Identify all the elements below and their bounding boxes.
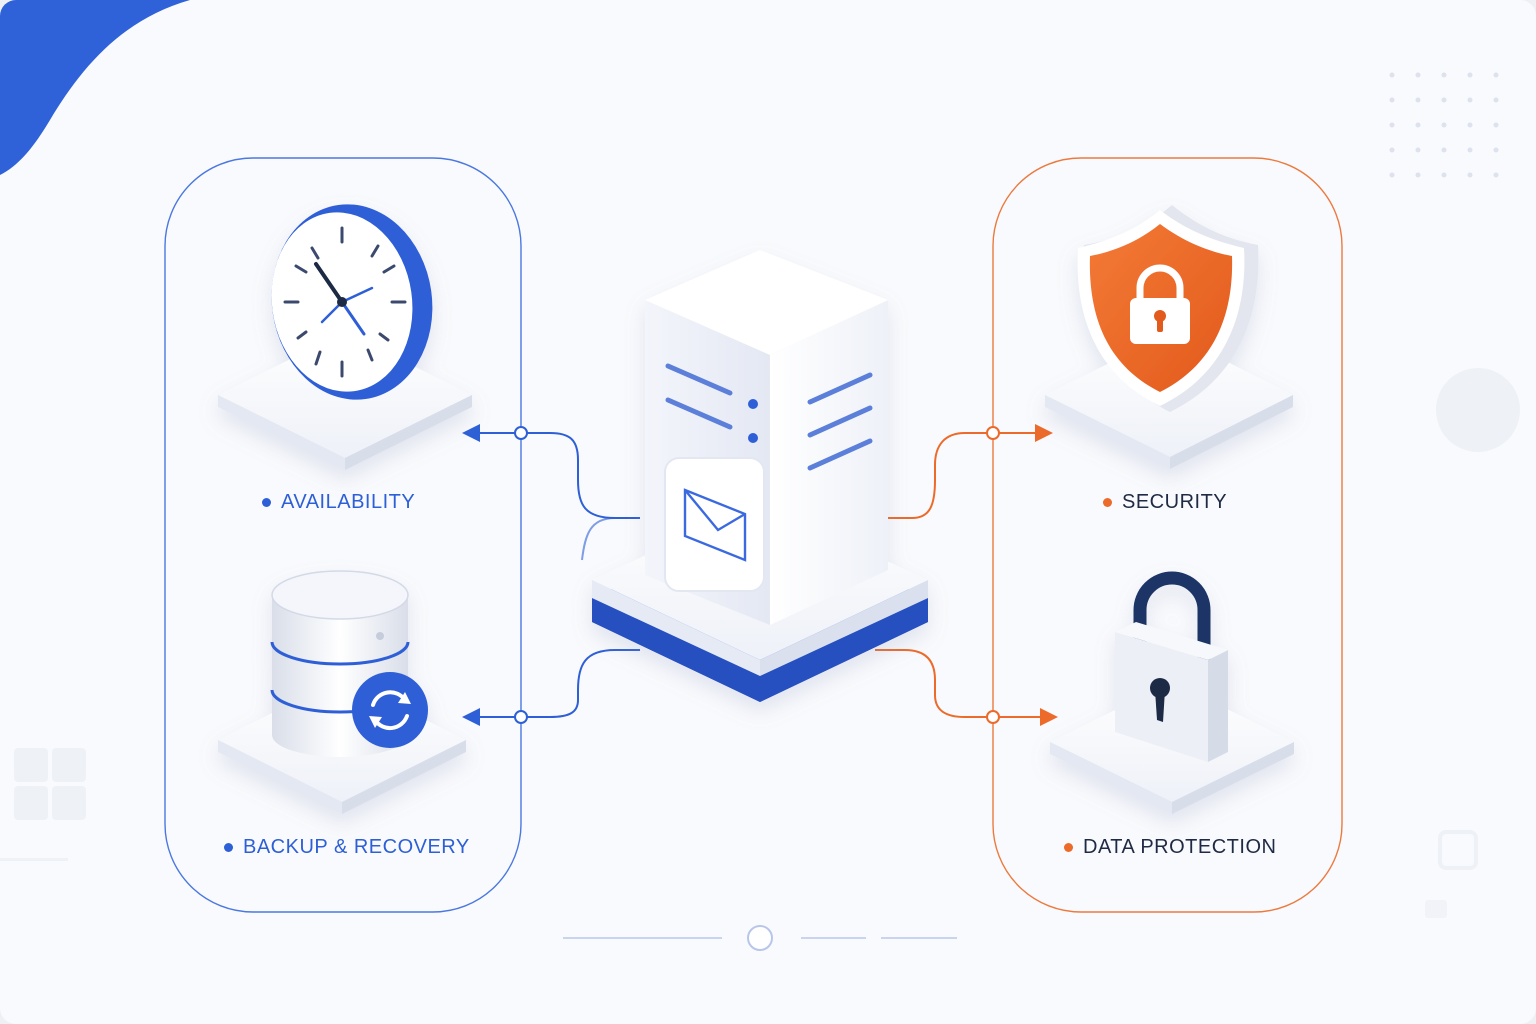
shield-lock-icon — [1045, 205, 1293, 469]
arrow-to-backup — [462, 708, 480, 726]
right-group-frame — [992, 157, 1343, 913]
padlock-icon — [1050, 571, 1294, 814]
backup-text: BACKUP & RECOVERY — [243, 836, 470, 858]
decor-circle — [1436, 368, 1520, 452]
arrow-to-security — [1035, 424, 1053, 442]
email-server-icon — [592, 250, 928, 702]
left-group-frame — [164, 157, 522, 913]
blue-connectors — [478, 432, 640, 718]
decor-squares — [14, 748, 86, 820]
arrow-to-data-protection — [1040, 708, 1058, 726]
data-protection-label: DATA PROTECTION — [1064, 836, 1276, 859]
availability-dot — [262, 498, 271, 507]
orange-connectors — [875, 432, 1045, 718]
security-dot — [1103, 498, 1112, 507]
pager-decoration — [563, 925, 957, 951]
backup-dot — [224, 843, 233, 852]
corner-wave — [0, 0, 190, 175]
security-label: SECURITY — [1103, 491, 1227, 514]
database-sync-icon — [218, 570, 466, 814]
security-text: SECURITY — [1122, 491, 1228, 513]
clock-icon — [218, 204, 472, 470]
availability-text: AVAILABILITY — [281, 491, 416, 513]
data-protection-dot — [1064, 843, 1073, 852]
arrow-to-availability — [462, 424, 480, 442]
envelope-icon — [683, 488, 747, 562]
dot-pattern — [1389, 72, 1499, 178]
data-protection-text: DATA PROTECTION — [1083, 836, 1277, 858]
backup-label: BACKUP & RECOVERY — [224, 836, 470, 859]
availability-label: AVAILABILITY — [262, 491, 415, 514]
